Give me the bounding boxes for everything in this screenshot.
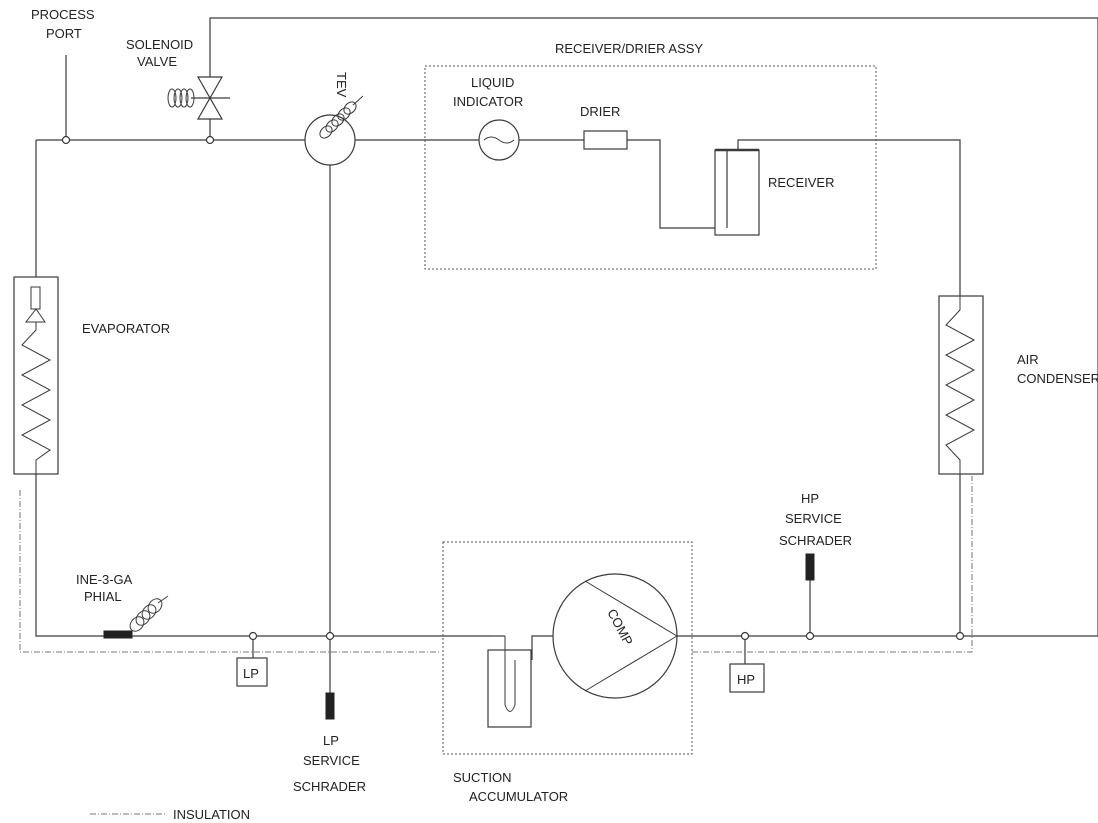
suction-accumulator-label-line-1: SUCTION xyxy=(453,770,512,785)
insulation-lines xyxy=(19,476,973,815)
junction-nodes xyxy=(61,135,965,641)
phial-label-line-1: INE-3-GA xyxy=(76,572,133,587)
lp-service-schrader-label-line-1: LP xyxy=(323,733,339,748)
tev-spring-icon xyxy=(319,95,364,139)
liquid-indicator-label-line-2: INDICATOR xyxy=(453,94,523,109)
hp-service-schrader-label-line-2: SERVICE xyxy=(785,511,842,526)
insulation-legend-label: INSULATION xyxy=(173,807,250,822)
drier-label: DRIER xyxy=(580,104,620,119)
hp-service-schrader-label-line-1: HP xyxy=(801,491,819,506)
compressor-assembly-box xyxy=(442,541,693,755)
tev-label: TEV xyxy=(334,72,349,98)
phial-label-line-2: PHIAL xyxy=(84,589,122,604)
solenoid-valve-label-line-1: SOLENOID xyxy=(126,37,193,52)
drier-symbol xyxy=(583,130,628,150)
solenoid-valve-symbol xyxy=(167,76,230,120)
receiver-symbol xyxy=(714,148,760,236)
receiver-label: RECEIVER xyxy=(768,175,834,190)
receiver-drier-assy-box xyxy=(424,65,877,270)
hp-switch-box xyxy=(729,663,765,693)
hp-service-schrader-label-line-3: SCHRADER xyxy=(779,533,852,548)
solenoid-valve-label-line-2: VALVE xyxy=(137,54,177,69)
evaporator-symbol xyxy=(13,276,59,475)
evaporator-label: EVAPORATOR xyxy=(82,321,170,336)
liquid-indicator-symbol xyxy=(478,119,520,161)
suction-accumulator-label-line-2: ACCUMULATOR xyxy=(469,789,568,804)
lp-switch-label: LP xyxy=(243,666,259,681)
lp-service-schrader-symbol xyxy=(325,692,335,720)
liquid-indicator-label-line-1: LIQUID xyxy=(471,75,514,90)
process-port-label-line-2: PORT xyxy=(46,26,82,41)
lp-switch-box xyxy=(236,657,268,687)
process-port-label-line-1: PROCESS xyxy=(31,7,95,22)
hp-switch-label: HP xyxy=(737,672,755,687)
air-condenser-label-line-2: CONDENSER xyxy=(1017,371,1098,386)
receiver-drier-assy-label: RECEIVER/DRIER ASSY xyxy=(555,41,703,56)
tev-symbol xyxy=(304,95,364,166)
lp-service-schrader-label-line-2: SERVICE xyxy=(303,753,360,768)
hp-service-schrader-symbol xyxy=(805,553,815,581)
phial-symbol xyxy=(103,595,169,639)
phial-coil-icon xyxy=(129,595,169,632)
air-condenser-symbol xyxy=(938,295,984,475)
compressor-symbol xyxy=(552,573,678,699)
lp-service-schrader-label-line-3: SCHRADER xyxy=(293,779,366,794)
labels: PROCESS PORT SOLENOID VALVE TEV RECEIVER… xyxy=(31,7,1098,822)
suction-accumulator-symbol xyxy=(487,635,532,728)
solenoid-coil-icon xyxy=(167,88,195,108)
air-condenser-label-line-1: AIR xyxy=(1017,352,1039,367)
